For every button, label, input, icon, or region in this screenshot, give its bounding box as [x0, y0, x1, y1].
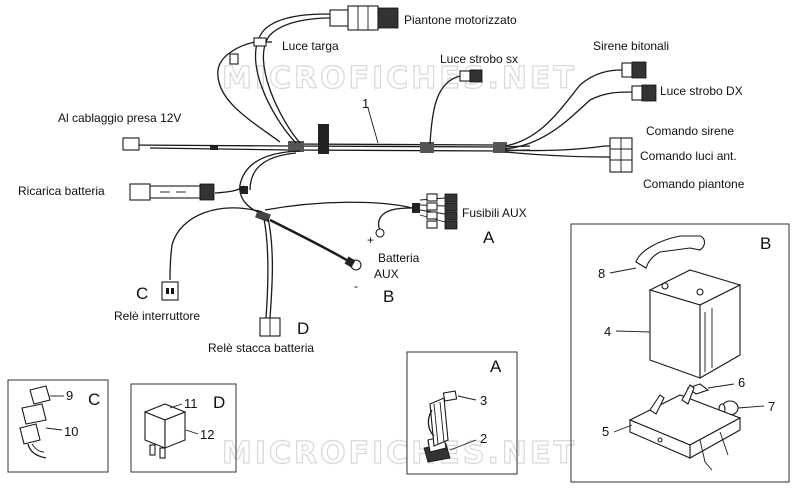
harness-clip — [318, 124, 329, 154]
inset-B: B 8 4 6 7 — [570, 223, 790, 483]
label-cablaggio-presa-12v: Al cablaggio presa 12V — [58, 111, 181, 125]
ref-1-label: 1 — [362, 96, 369, 111]
inset-D-letter: D — [213, 393, 225, 412]
comandi-connectors — [605, 137, 633, 173]
label-sirene-bitonali: Sirene bitonali — [593, 39, 669, 53]
part-9-label: 9 — [66, 388, 73, 403]
harness-tape — [420, 142, 434, 153]
label-aux: AUX — [374, 267, 399, 281]
label-rele-interruttore: Relè interruttore — [114, 309, 200, 323]
ricarica-connector — [129, 183, 215, 201]
part-10-label: 10 — [64, 424, 78, 439]
presa-12v-connector — [122, 137, 140, 151]
part-6-label: 6 — [738, 375, 745, 390]
part-12-label: 12 — [200, 427, 214, 442]
label-fusibili-aux: Fusibili AUX — [462, 206, 527, 220]
part-11-label: 11 — [184, 396, 198, 411]
watermark-top: MICROFICHES.NET — [222, 61, 577, 96]
rele-interruttore-part — [19, 385, 51, 459]
ref-B-label: B — [383, 287, 394, 306]
label-luce-strobo-sx: Luce strobo sx — [440, 52, 518, 66]
label-piantone-motorizzato: Piantone motorizzato — [404, 13, 517, 27]
strobo-sx-connector — [459, 69, 483, 83]
part-7-label: 7 — [768, 399, 775, 414]
rele-interruttore-connector — [161, 281, 179, 301]
watermark-bottom: MICROFICHES.NET — [222, 436, 577, 471]
luce-targa-connector — [229, 37, 272, 65]
piantone-connector — [329, 5, 399, 31]
inset-B-letter: B — [760, 234, 771, 253]
inset-A: A 3 2 — [406, 351, 518, 475]
label-minus: - — [354, 279, 358, 293]
inset-C-letter: C — [88, 390, 100, 409]
sirene-connector — [621, 61, 647, 79]
strobo-dx-connector — [631, 84, 657, 102]
label-ricarica-batteria: Ricarica batteria — [18, 184, 105, 198]
fuse-holder-part — [423, 390, 458, 463]
battery-tray-part — [628, 384, 742, 471]
label-comando-piantone: Comando piantone — [643, 177, 745, 191]
part-8-label: 8 — [598, 266, 605, 281]
label-luce-strobo-dx: Luce strobo DX — [660, 84, 743, 98]
ref-C-label: C — [136, 284, 148, 303]
ref-A-label: A — [483, 228, 495, 247]
harness-tape — [288, 141, 304, 152]
battery-strap-part — [635, 235, 706, 269]
part-5-label: 5 — [602, 424, 609, 439]
battery-negative-terminal — [344, 256, 362, 271]
rele-stacca-connector — [259, 317, 281, 337]
label-comando-sirene: Comando sirene — [646, 124, 734, 138]
label-comando-luci-ant: Comando luci ant. — [640, 149, 737, 163]
label-luce-targa: Luce targa — [282, 39, 339, 53]
inset-D: D 11 12 — [130, 383, 237, 473]
part-2-label: 2 — [480, 431, 487, 446]
rele-stacca-part — [143, 403, 187, 459]
part-4-label: 4 — [604, 324, 611, 339]
battery-positive-terminal — [375, 228, 385, 238]
inset-A-letter: A — [490, 357, 502, 376]
battery-part — [648, 269, 742, 379]
fusibili-aux-block — [412, 193, 458, 230]
label-plus: + — [367, 233, 374, 247]
label-rele-stacca-batteria: Relè stacca batteria — [208, 341, 314, 355]
ref-D-label: D — [297, 319, 309, 338]
part-3-label: 3 — [480, 393, 487, 408]
harness-tape — [493, 142, 507, 153]
label-batteria: Batteria — [378, 251, 420, 265]
inset-C: C 9 10 — [7, 379, 109, 473]
main-harness — [122, 5, 657, 337]
